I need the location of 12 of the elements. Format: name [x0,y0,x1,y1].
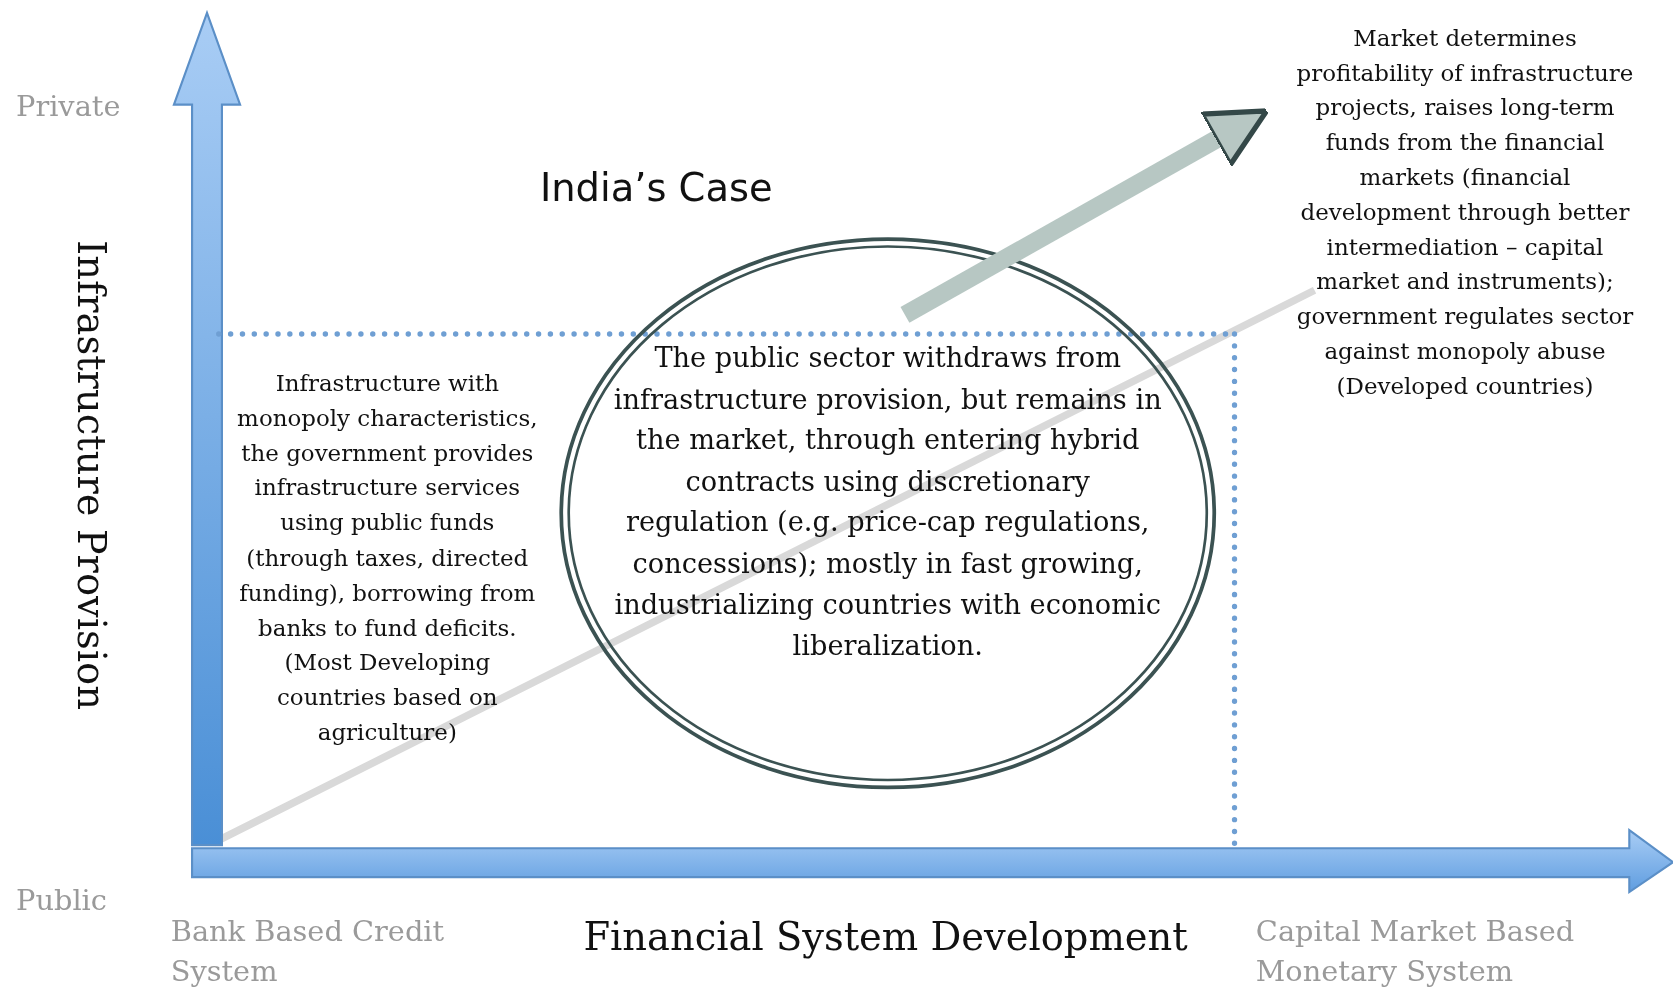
arrow [900,108,1270,323]
description-text: Market determines profitability of infrastructure projects, raises long-term funds from the financial markets (financial development through better intermediation – capital market and instruments); government regulates sector against monopoly abuse (Developed countries) [1293,21,1637,404]
description-text: Infrastructure with monopoly characteristics, the government provides infrastructure services using public funds (through taxes, directed funding), borrowing from banks to fund deficits. (Most Developing countries based on agriculture) [236,368,539,748]
ellipse-text: The public sector withdraws from infrastructure provision, but remains in the market, through entering hybrid contracts using discretionary regulation (e.g. price-cap regulations, concessions); mostly in fast growing, industrializing countries with economic liberalization. [612,340,1163,663]
axis-end-label: Bank Based Credit System [170,913,446,987]
chart-heading: India’s Case [539,164,773,212]
axis-end-label: Public [16,883,108,919]
axis-end-label: Private [16,89,122,125]
oval-shape [556,234,1219,792]
axis-title: Financial System Development [582,913,1189,960]
axis-end-label: Capital Market Based Monetary System [1255,913,1576,987]
axis-title: Infrastructure Provision [68,240,115,710]
